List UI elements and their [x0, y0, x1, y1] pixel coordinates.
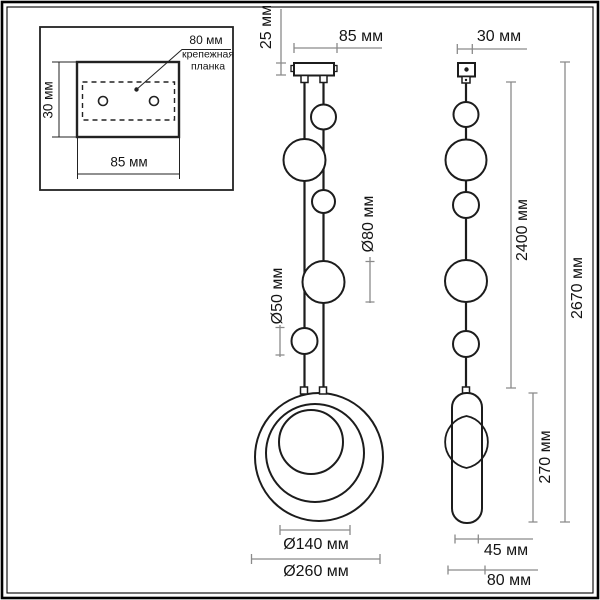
inset-height-dimension	[52, 61, 77, 138]
front-large-sphere-dimension	[365, 257, 375, 303]
front-ring-lamp-sphere	[278, 409, 344, 475]
front-sphere-large-2	[301, 260, 346, 304]
side-total-height-dimension	[560, 61, 570, 523]
front-outer-ring-label: Ø260 мм	[283, 563, 349, 580]
side-cable-length-dimension	[506, 81, 516, 389]
front-canopy-height-dimension	[276, 9, 286, 76]
side-sphere-large-2	[444, 259, 488, 303]
inset-width-dimension	[77, 137, 180, 179]
side-canopy-depth-label: 30 мм	[476, 28, 522, 45]
front-small-sphere-dimension	[275, 325, 285, 357]
side-view-drawing	[444, 62, 489, 524]
front-sphere-small-2	[311, 189, 336, 214]
side-ring-height-dimension	[528, 392, 538, 523]
front-cable-grip-left	[300, 74, 309, 84]
inset-bracket-width-label: 80 мм	[189, 33, 223, 47]
side-ring-width-dimension	[454, 534, 533, 544]
side-ring-depth-dimension	[447, 565, 538, 575]
front-canopy-height-label: 25 мм	[258, 4, 275, 50]
front-small-sphere-label: Ø50 мм	[269, 267, 286, 325]
front-sphere-large-1	[282, 138, 327, 182]
leader-line	[136, 49, 231, 90]
screw-hole-right	[148, 95, 160, 107]
inset-plate-height-label: 30 мм	[40, 81, 56, 119]
side-ring-height-label: 270 мм	[537, 430, 554, 484]
front-canopy	[293, 62, 335, 77]
side-sphere-small-3	[452, 330, 480, 358]
front-ring-grip-left	[299, 386, 309, 395]
front-outer-ring-dimension	[250, 554, 381, 564]
side-sphere-small-1	[452, 101, 480, 128]
front-inner-ring-label: Ø140 мм	[283, 536, 349, 553]
front-view-dimensions	[250, 9, 382, 564]
inset-bracket-name-line2: планка	[190, 60, 226, 72]
side-sphere-small-2	[452, 191, 480, 219]
side-view-dimensions	[447, 44, 570, 575]
inner-frame	[6, 6, 594, 594]
side-ring-depth-label: 80 мм	[486, 572, 532, 589]
side-grip-dot	[464, 78, 468, 82]
front-sphere-small-1	[310, 103, 337, 131]
front-view-drawing	[254, 62, 384, 522]
inset-plate-width-label: 85 мм	[110, 154, 148, 170]
side-ring-capsule	[451, 392, 483, 524]
front-canopy-width-dimension	[293, 43, 382, 53]
side-ring-lens	[444, 415, 489, 469]
front-large-sphere-label: Ø80 мм	[360, 195, 377, 253]
inset-mounting-plate-detail	[39, 26, 234, 191]
front-ring-grip-right	[318, 386, 328, 395]
side-sphere-large-1	[444, 138, 488, 182]
side-ring-width-label: 45 мм	[483, 542, 529, 559]
front-cable-grip-right	[319, 74, 328, 84]
screw-hole-left	[97, 95, 109, 107]
side-cable-length-label: 2400 мм	[514, 198, 531, 262]
side-total-height-label: 2670 мм	[569, 256, 586, 320]
front-canopy-width-label: 85 мм	[338, 28, 384, 45]
plate-outline	[75, 60, 181, 139]
inset-box	[39, 26, 234, 191]
front-inner-ring-dimension	[279, 525, 351, 535]
side-canopy-dot	[464, 67, 469, 72]
bracket-dashed-outline	[81, 81, 176, 121]
front-sphere-small-3	[290, 327, 319, 355]
inset-bracket-name-line1: крепежная	[181, 48, 235, 61]
side-canopy-depth-dimension	[456, 44, 527, 54]
